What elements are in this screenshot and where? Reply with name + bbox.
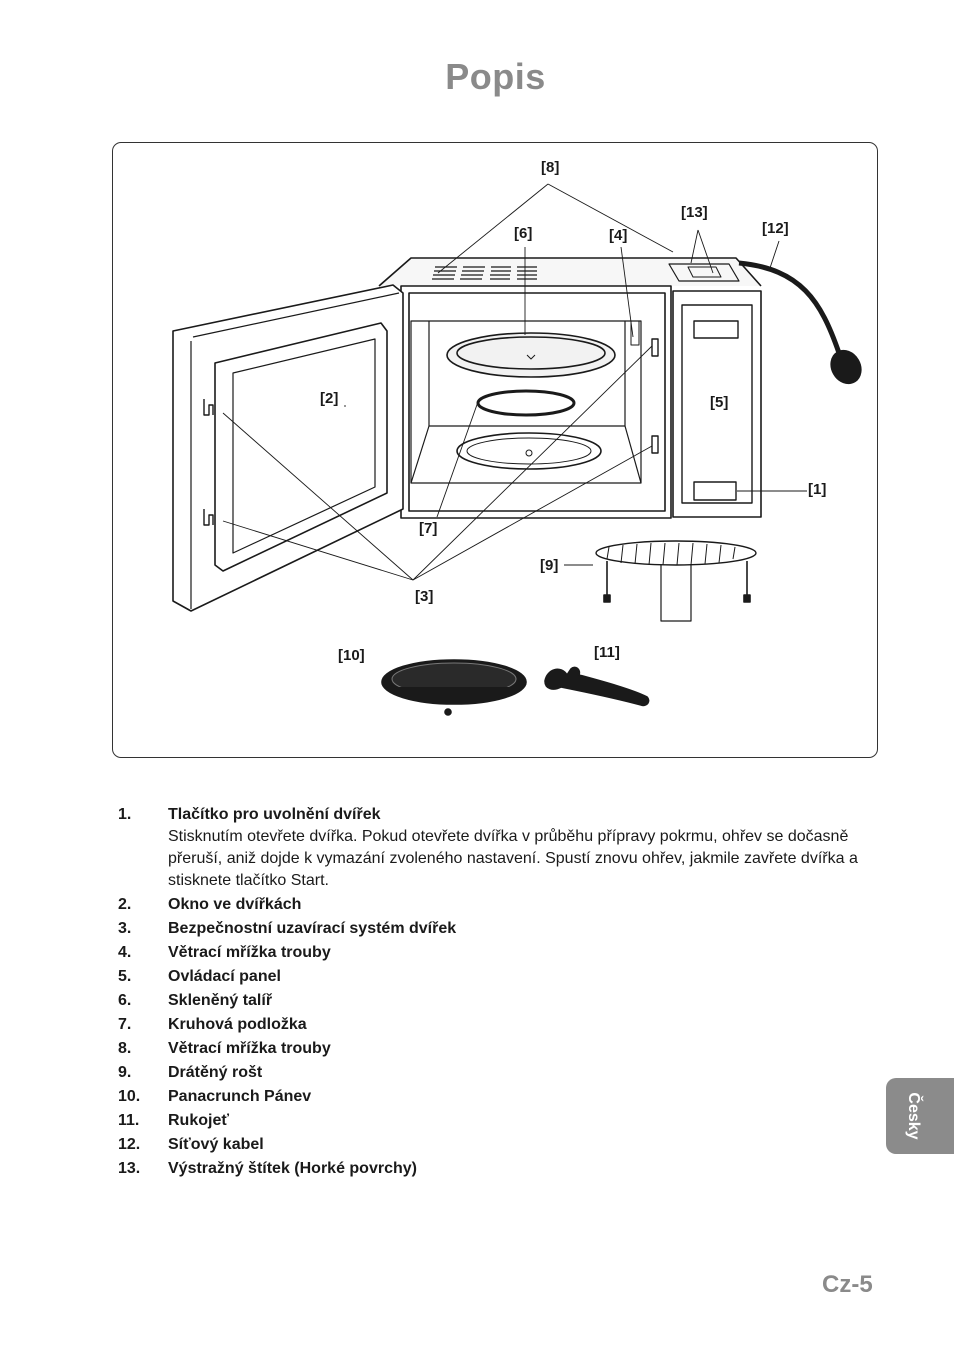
legend-label: Větrací mřížka trouby xyxy=(168,944,331,961)
callout-12: [12] xyxy=(762,220,789,237)
legend-item: 8. Větrací mřížka trouby xyxy=(118,1038,878,1060)
legend-label: Větrací mřížka trouby xyxy=(168,1040,331,1057)
legend-item: 9. Drátěný rošt xyxy=(118,1062,878,1084)
legend-number: 11. xyxy=(118,1112,140,1129)
legend-number: 13. xyxy=(118,1160,141,1177)
legend-number: 3. xyxy=(118,920,132,937)
legend-item: 6. Skleněný talíř xyxy=(118,990,878,1012)
legend-label: Skleněný talíř xyxy=(168,992,273,1009)
callout-4: [4] xyxy=(609,227,628,244)
microwave-diagram: [8] [13] [12] [6] [4] [2] [5] [1] [7] [9… xyxy=(112,142,878,758)
legend-item: 3. Bezpečnostní uzavírací systém dvířek xyxy=(118,918,878,940)
callout-13: [13] xyxy=(681,204,708,221)
page-number: Cz-5 xyxy=(822,1271,873,1298)
callout-6: [6] xyxy=(514,225,533,242)
callout-9: [9] xyxy=(540,557,559,574)
legend-label: Rukojeť xyxy=(168,1112,230,1129)
legend-item: 12. Síťový kabel xyxy=(118,1134,878,1156)
parts-legend: 1. Tlačítko pro uvolnění dvířek Stisknut… xyxy=(118,804,878,1182)
legend-number: 5. xyxy=(118,968,132,985)
legend-item: 13. Výstražný štítek (Horké povrchy) xyxy=(118,1158,878,1180)
language-tab-label: Česky xyxy=(905,1092,922,1140)
legend-item: 7. Kruhová podložka xyxy=(118,1014,878,1036)
microwave-illustration xyxy=(172,183,862,716)
language-tab: Česky xyxy=(886,1078,954,1154)
legend-label: Okno ve dvířkách xyxy=(168,896,302,913)
legend-description: Stisknutím otevřete dvířka. Pokud otevře… xyxy=(168,828,858,889)
legend-label: Tlačítko pro uvolnění dvířek xyxy=(168,806,381,823)
legend-label: Bezpečnostní uzavírací systém dvířek xyxy=(168,920,457,937)
legend-item: 11. Rukojeť xyxy=(118,1110,878,1132)
legend-label: Síťový kabel xyxy=(168,1136,264,1153)
top-vent xyxy=(432,266,537,280)
callout-5: [5] xyxy=(710,394,729,411)
legend-label: Drátěný rošt xyxy=(168,1064,263,1081)
legend-label: Panacrunch Pánev xyxy=(168,1088,312,1105)
legend-number: 1. xyxy=(118,806,132,823)
legend-number: 9. xyxy=(118,1064,132,1081)
legend-label: Ovládací panel xyxy=(168,968,281,985)
legend-number: 4. xyxy=(118,944,132,961)
legend-number: 6. xyxy=(118,992,132,1009)
legend-number: 8. xyxy=(118,1040,132,1057)
callout-2: [2] xyxy=(320,390,339,407)
legend-number: 7. xyxy=(118,1016,132,1033)
legend-number: 10. xyxy=(118,1088,141,1105)
page-title: Popis xyxy=(445,56,546,97)
callout-1: [1] xyxy=(808,481,827,498)
callout-8: [8] xyxy=(541,159,560,176)
callout-10: [10] xyxy=(338,647,365,664)
legend-number: 12. xyxy=(118,1136,141,1153)
callout-11: [11] xyxy=(594,644,620,661)
callout-3: [3] xyxy=(415,588,434,605)
legend-item: 10. Panacrunch Pánev xyxy=(118,1086,878,1108)
callout-7: [7] xyxy=(419,520,438,537)
legend-item: 2. Okno ve dvířkách xyxy=(118,894,878,916)
legend-number: 2. xyxy=(118,896,132,913)
legend-item: 1. Tlačítko pro uvolnění dvířek Stisknut… xyxy=(118,804,878,892)
legend-label: Výstražný štítek (Horké povrchy) xyxy=(168,1160,417,1177)
legend-item: 5. Ovládací panel xyxy=(118,966,878,988)
legend-label: Kruhová podložka xyxy=(168,1016,307,1033)
legend-item: 4. Větrací mřížka trouby xyxy=(118,942,878,964)
